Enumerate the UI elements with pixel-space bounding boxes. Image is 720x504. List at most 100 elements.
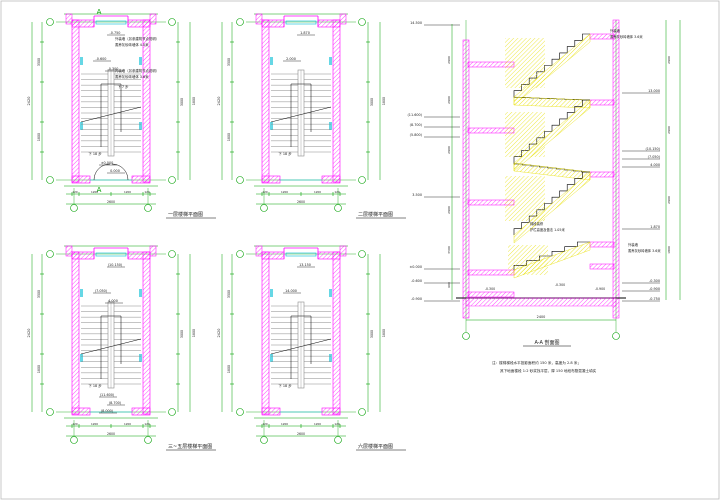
axis-bubble bbox=[46, 176, 54, 184]
dim-text: 3500 bbox=[227, 58, 231, 66]
wall-stub bbox=[339, 245, 347, 257]
elev-label: 2.000 bbox=[286, 57, 296, 61]
stair-flight-fill bbox=[513, 171, 591, 244]
elev-label: -0.900 bbox=[649, 287, 660, 291]
dim-text: 1800 bbox=[37, 133, 41, 141]
elev-label: 14.000 bbox=[285, 289, 297, 293]
note-text: 蒸养灰砂砖墙体 3.6米 bbox=[115, 74, 149, 79]
dim-text: 2600 bbox=[107, 432, 115, 436]
dim-text: 2900 bbox=[667, 196, 671, 204]
elev-label: (8.700) bbox=[109, 401, 122, 405]
floor-slab bbox=[467, 269, 515, 276]
wall-left bbox=[261, 19, 270, 183]
axis-bubble bbox=[46, 18, 54, 26]
stair-text: 下 18 步 bbox=[88, 151, 102, 156]
wall-mark bbox=[139, 289, 142, 297]
floor-slab bbox=[467, 291, 515, 298]
wall-mark bbox=[139, 122, 142, 130]
dim-text: 2420 bbox=[217, 329, 221, 338]
axis-bubble bbox=[236, 176, 244, 184]
axis-bubble bbox=[70, 204, 78, 212]
axis-bubble bbox=[358, 408, 366, 416]
axis-bubble bbox=[46, 408, 54, 416]
elev-label: 13.150 bbox=[299, 263, 311, 267]
axis-bubble bbox=[144, 436, 152, 444]
dim-text: 2420 bbox=[27, 329, 31, 338]
stair-text: 下 18 步 bbox=[88, 383, 102, 388]
dim-text: 120 bbox=[262, 190, 268, 194]
axis-bubble bbox=[168, 250, 176, 258]
dim-text: 2900 bbox=[447, 56, 451, 64]
elev-label: 13.000 bbox=[648, 89, 660, 93]
dim-text: 2900 bbox=[447, 146, 451, 154]
elev-label: 0.000 bbox=[110, 169, 120, 173]
wall-mark bbox=[270, 57, 273, 65]
landing-slab bbox=[589, 171, 615, 178]
wall-top-left bbox=[261, 251, 285, 260]
axis-bubble bbox=[236, 18, 244, 26]
window bbox=[95, 20, 127, 25]
section-note: 外装墙 bbox=[628, 242, 639, 247]
plan-title: 三~五层楼梯平面图 bbox=[168, 443, 212, 450]
wall-top-right bbox=[127, 19, 151, 28]
flight-hatch bbox=[505, 176, 545, 221]
axis-bubble bbox=[168, 408, 176, 416]
dim-text: 1800 bbox=[192, 329, 196, 337]
section-note: 蒸养灰砂砖墙体 3.6米 bbox=[610, 34, 643, 39]
flight-hatch bbox=[505, 38, 545, 88]
dim-text: 1800 bbox=[382, 97, 386, 105]
elev-label: -0.600 bbox=[411, 279, 422, 283]
dim-text: 120 bbox=[334, 190, 340, 194]
wall-stub bbox=[255, 13, 263, 25]
door-swing bbox=[111, 163, 129, 181]
axis-bubble bbox=[260, 436, 268, 444]
wall-top-right bbox=[127, 251, 151, 260]
flight-hatch bbox=[505, 112, 545, 157]
dim-text: 120 bbox=[144, 422, 150, 426]
dim-text: 2600 bbox=[107, 200, 115, 204]
elev-label: (11.600) bbox=[407, 113, 422, 117]
dim-text: 1200 bbox=[314, 190, 321, 194]
plan-title: 二层楼梯平面图 bbox=[358, 211, 393, 218]
note-text: 蒸养灰砂砖墙体 4.0米 bbox=[115, 42, 149, 47]
elev-label: (11.600) bbox=[100, 393, 115, 397]
axis-bubble bbox=[612, 332, 620, 340]
axis-bubble bbox=[236, 250, 244, 258]
axis-bubble bbox=[358, 176, 366, 184]
dim-text: 1200 bbox=[281, 422, 288, 426]
dim-text: 1200 bbox=[124, 190, 131, 194]
wall-bottom-right bbox=[321, 175, 341, 184]
stair-arrow bbox=[100, 83, 122, 147]
dim-text: 2900 bbox=[667, 56, 671, 64]
section-note: 梯段装修 bbox=[530, 221, 544, 226]
break-line bbox=[80, 106, 142, 123]
elev-label: (5.800) bbox=[410, 133, 423, 137]
wall-right bbox=[332, 251, 341, 415]
dim-text: 120 bbox=[72, 190, 78, 194]
floor-mark: -0.300 bbox=[485, 287, 495, 291]
dim-text: 2600 bbox=[297, 200, 305, 204]
window bbox=[95, 252, 127, 257]
wall-mark bbox=[270, 289, 273, 297]
elev-label: -0.600 bbox=[96, 57, 107, 61]
dim-text: 3000 bbox=[180, 330, 184, 338]
axis-bubble bbox=[236, 408, 244, 416]
elev-label: -0.750 bbox=[110, 31, 121, 35]
dim-text: 2600 bbox=[297, 432, 305, 436]
elev-label: 3.500 bbox=[412, 193, 422, 197]
dim-text: 1200 bbox=[124, 422, 131, 426]
dim-text: 3500 bbox=[37, 58, 41, 66]
dim-text: 1800 bbox=[382, 329, 386, 337]
note-text: 外装墙（另参建筑节点说明） bbox=[115, 36, 159, 41]
dim-text: 3000 bbox=[370, 98, 374, 106]
wall-mark bbox=[80, 57, 83, 65]
elev-label: (8.700) bbox=[410, 123, 423, 127]
axis-bubble bbox=[46, 250, 54, 258]
axis-bubble bbox=[260, 204, 268, 212]
plan-title: 六层楼梯平面图 bbox=[358, 443, 393, 450]
